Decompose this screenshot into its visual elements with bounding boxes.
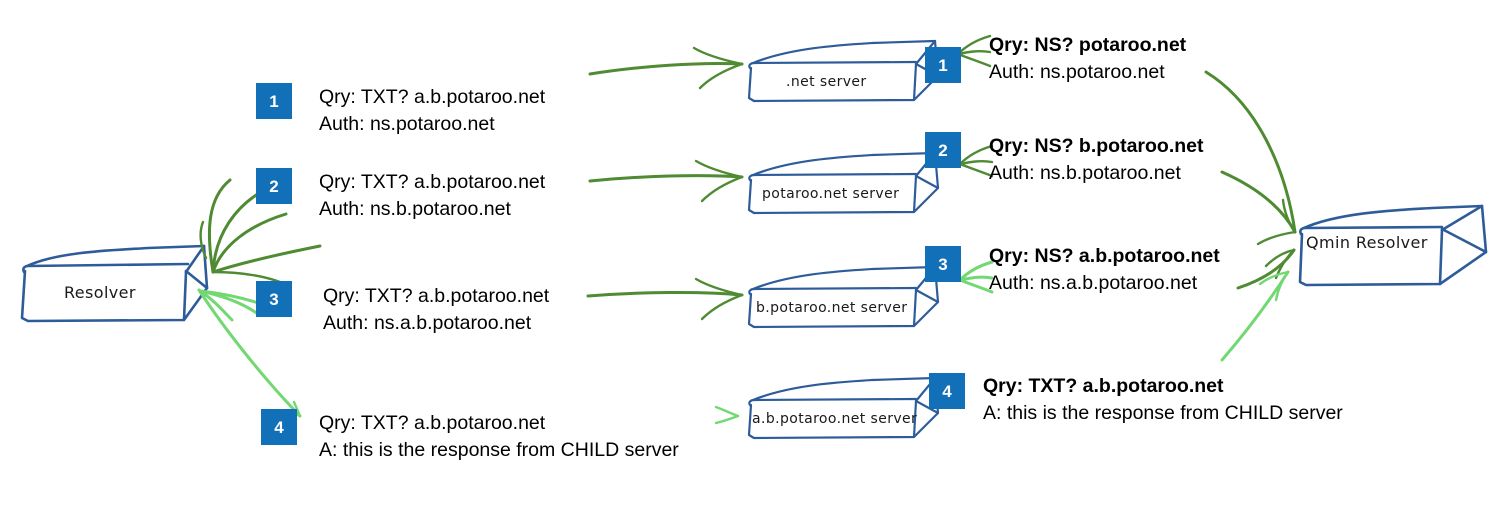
resolver-box-shape xyxy=(20,244,209,323)
net-server-box-shape xyxy=(747,39,940,103)
callout-right-1-line1: Qry: NS? potaroo.net xyxy=(989,34,1187,56)
callout-left-3-line2: Auth: ns.a.b.potaroo.net xyxy=(323,312,532,334)
query-arrow-2 xyxy=(588,159,744,203)
callout-right-3: Qry: NS? a.b.potaroo.net Auth: ns.a.b.po… xyxy=(989,243,1220,297)
callout-left-4-line1: Qry: TXT? a.b.potaroo.net xyxy=(319,412,546,434)
badge-server-1: 1 xyxy=(925,47,961,83)
node-label-potaroo-server: potaroo.net server xyxy=(762,186,900,202)
badge-server-4: 4 xyxy=(929,373,965,409)
callout-right-2: Qry: NS? b.potaroo.net Auth: ns.b.potaro… xyxy=(989,133,1204,187)
badge-left-4: 4 xyxy=(261,409,297,445)
callout-right-1: Qry: NS? potaroo.net Auth: ns.potaroo.ne… xyxy=(989,32,1186,86)
node-label-ab-potaroo-server: a.b.potaroo.net server xyxy=(752,411,918,427)
callout-left-1-line2: Auth: ns.potaroo.net xyxy=(319,113,495,135)
callout-left-4-line2: A: this is the response from CHILD serve… xyxy=(319,439,679,461)
callout-right-3-line2: Auth: ns.a.b.potaroo.net xyxy=(989,272,1198,294)
badge-server-2: 2 xyxy=(925,132,961,168)
node-label-resolver: Resolver xyxy=(64,283,136,302)
qmin-incoming-arrows xyxy=(1204,70,1297,362)
ab-potaroo-server-box-shape xyxy=(747,376,940,440)
node-label-qmin-resolver: Qmin Resolver xyxy=(1306,233,1428,252)
server-badge-arrows xyxy=(956,34,994,294)
callout-right-2-line1: Qry: NS? b.potaroo.net xyxy=(989,135,1204,157)
badge-left-1: 1 xyxy=(256,83,292,119)
callout-right-4-line2: A: this is the response from CHILD serve… xyxy=(983,402,1343,424)
callout-left-2-line1: Qry: TXT? a.b.potaroo.net xyxy=(319,171,546,193)
badge-left-3: 3 xyxy=(256,281,292,317)
qmin-resolver-box-shape xyxy=(1298,204,1488,287)
query-arrow-4-light xyxy=(714,405,740,425)
callout-right-3-line1: Qry: NS? a.b.potaroo.net xyxy=(989,245,1220,267)
callout-right-2-line2: Auth: ns.b.potaroo.net xyxy=(989,162,1181,184)
callout-left-2: Qry: TXT? a.b.potaroo.net Auth: ns.b.pot… xyxy=(319,169,545,223)
callout-right-1-line2: Auth: ns.potaroo.net xyxy=(989,61,1165,83)
callout-left-3-line1: Qry: TXT? a.b.potaroo.net xyxy=(323,285,550,307)
b-potaroo-server-box-shape xyxy=(747,265,940,329)
node-label-net-server: .net server xyxy=(786,74,867,90)
callout-left-2-line2: Auth: ns.b.potaroo.net xyxy=(319,198,511,220)
node-label-b-potaroo-server: b.potaroo.net server xyxy=(756,300,908,316)
callout-left-1-line1: Qry: TXT? a.b.potaroo.net xyxy=(319,86,546,108)
query-arrow-1 xyxy=(588,46,744,90)
badge-left-2: 2 xyxy=(256,168,292,204)
callout-right-4-line1: Qry: TXT? a.b.potaroo.net xyxy=(983,375,1224,397)
callout-right-4: Qry: TXT? a.b.potaroo.net A: this is the… xyxy=(983,373,1343,427)
potaroo-server-box-shape xyxy=(747,151,940,215)
callout-left-3: Qry: TXT? a.b.potaroo.net Auth: ns.a.b.p… xyxy=(323,283,549,337)
callout-left-4: Qry: TXT? a.b.potaroo.net A: this is the… xyxy=(319,410,679,464)
callout-left-1: Qry: TXT? a.b.potaroo.net Auth: ns.potar… xyxy=(319,84,545,138)
badge-server-3: 3 xyxy=(925,246,961,282)
query-arrow-3 xyxy=(586,277,744,321)
